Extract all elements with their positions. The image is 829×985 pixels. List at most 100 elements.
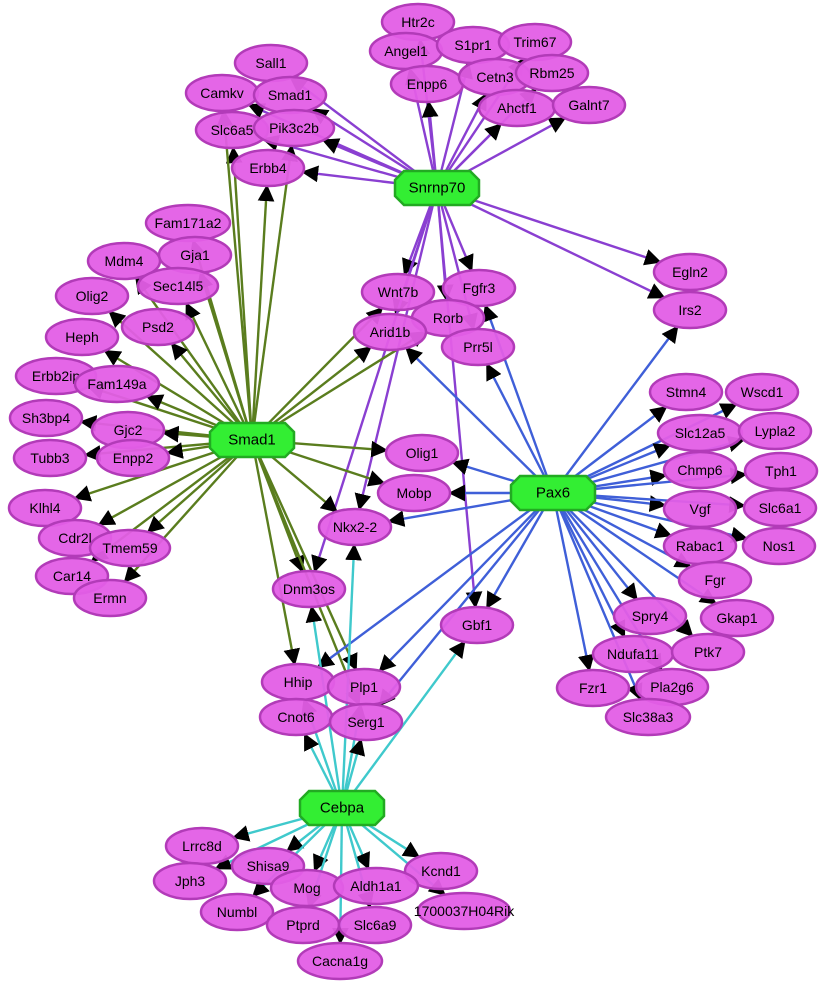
gene-node-mog[interactable]: Mog <box>269 868 345 908</box>
gene-node-nos1[interactable]: Nos1 <box>741 526 817 566</box>
gene-node-mdm4[interactable]: Mdm4 <box>86 241 162 281</box>
gene-node-shape <box>670 632 746 672</box>
gene-node-stmn4[interactable]: Stmn4 <box>648 372 724 412</box>
gene-node-shape <box>296 941 384 981</box>
hub-node-label: Snrnp70 <box>409 180 466 197</box>
gene-node-sh3bp4[interactable]: Sh3bp4 <box>8 398 84 438</box>
gene-node-fgfr3[interactable]: Fgfr3 <box>441 268 517 308</box>
gene-node-label: Slc6a5 <box>211 122 254 138</box>
gene-node-sec14l5[interactable]: Sec14l5 <box>136 266 220 306</box>
gene-node-gbf1[interactable]: Gbf1 <box>439 605 515 645</box>
gene-node-lypla2[interactable]: Lypla2 <box>737 411 813 451</box>
gene-node-label: Nkx2-2 <box>333 519 378 535</box>
gene-node-smad1[interactable]: Smad1 <box>252 75 328 115</box>
gene-node-mobp[interactable]: Mobp <box>376 473 452 513</box>
gene-node-label: Pik3c2b <box>269 120 319 136</box>
gene-node-erbb4[interactable]: Erbb4 <box>230 148 306 188</box>
gene-node-pla2g6[interactable]: Pla2g6 <box>634 667 710 707</box>
gene-node-rbm25[interactable]: Rbm25 <box>514 53 590 93</box>
gene-node-shape <box>439 605 515 645</box>
gene-node-label: Sall1 <box>255 55 286 71</box>
gene-node-serg1[interactable]: Serg1 <box>328 702 404 742</box>
gene-node-tph1[interactable]: Tph1 <box>743 451 819 491</box>
gene-node-shape <box>120 307 196 347</box>
gene-node-vgf[interactable]: Vgf <box>662 489 738 529</box>
gene-node-1700037h04rik[interactable]: 1700037H04Rik <box>414 891 515 931</box>
gene-node-fam149a[interactable]: Fam149a <box>73 364 161 404</box>
gene-node-label: Lrrc8d <box>182 838 222 854</box>
gene-node-s1pr1[interactable]: S1pr1 <box>435 25 511 65</box>
gene-node-angel1[interactable]: Angel1 <box>368 31 444 71</box>
gene-node-slc6a1[interactable]: Slc6a1 <box>742 488 818 528</box>
gene-node-fzr1[interactable]: Fzr1 <box>555 668 631 708</box>
gene-node-slc12a5[interactable]: Slc12a5 <box>656 413 744 453</box>
gene-node-ptk7[interactable]: Ptk7 <box>670 632 746 672</box>
gene-node-jph3[interactable]: Jph3 <box>152 861 228 901</box>
gene-node-ahctf1[interactable]: Ahctf1 <box>477 88 557 128</box>
gene-node-heph[interactable]: Heph <box>44 317 120 357</box>
gene-node-label: Slc12a5 <box>675 425 726 441</box>
hub-node-label: Pax6 <box>536 485 570 502</box>
gene-node-htr2c[interactable]: Htr2c <box>380 2 456 42</box>
gene-node-label: Slc6a9 <box>354 917 397 933</box>
gene-node-plp1[interactable]: Plp1 <box>326 667 402 707</box>
gene-node-shape <box>724 372 800 412</box>
gene-node-enpp2[interactable]: Enpp2 <box>95 438 171 478</box>
gene-node-wscd1[interactable]: Wscd1 <box>724 372 800 412</box>
gene-node-galnt7[interactable]: Galnt7 <box>551 85 627 125</box>
gene-node-rabac1[interactable]: Rabac1 <box>662 526 738 566</box>
gene-node-dnm3os[interactable]: Dnm3os <box>271 569 347 609</box>
hub-node-pax6[interactable]: Pax6 <box>509 474 597 512</box>
gene-node-shape <box>737 411 813 451</box>
gene-node-hhip[interactable]: Hhip <box>260 662 336 702</box>
gene-node-label: Wnt7b <box>378 284 419 300</box>
edge-smad1-to-hhip <box>250 439 301 666</box>
gene-node-arid1b[interactable]: Arid1b <box>352 312 428 352</box>
hub-node-smad1[interactable]: Smad1 <box>208 421 296 459</box>
hub-node-snrnp70[interactable]: Snrnp70 <box>393 169 481 207</box>
gene-node-pik3c2b[interactable]: Pik3c2b <box>252 108 336 148</box>
gene-node-shape <box>72 578 148 618</box>
gene-node-enpp6[interactable]: Enpp6 <box>389 64 465 104</box>
gene-node-spry4[interactable]: Spry4 <box>612 596 688 636</box>
gene-node-olig1[interactable]: Olig1 <box>384 433 460 473</box>
gene-node-label: Smad1 <box>268 87 313 103</box>
gene-node-slc6a5[interactable]: Slc6a5 <box>194 110 270 150</box>
gene-node-chmp6[interactable]: Chmp6 <box>662 450 738 490</box>
gene-node-numbl[interactable]: Numbl <box>199 892 275 932</box>
gene-node-shape <box>332 866 420 906</box>
gene-node-label: Cdr2l <box>58 530 91 546</box>
gene-node-fgr[interactable]: Fgr <box>677 560 753 600</box>
hub-node-cebpa[interactable]: Cebpa <box>298 789 386 827</box>
gene-node-ptprd[interactable]: Ptprd <box>265 905 341 945</box>
gene-node-fam171a2[interactable]: Fam171a2 <box>144 203 232 243</box>
gene-node-tubb3[interactable]: Tubb3 <box>12 438 88 478</box>
gene-node-tmem59[interactable]: Tmem59 <box>88 528 172 568</box>
gene-node-nkx2-2[interactable]: Nkx2-2 <box>317 507 393 547</box>
gene-node-sall1[interactable]: Sall1 <box>233 43 309 83</box>
gene-node-prr5l[interactable]: Prr5l <box>440 327 516 367</box>
gene-node-wnt7b[interactable]: Wnt7b <box>360 272 436 312</box>
gene-node-psd2[interactable]: Psd2 <box>120 307 196 347</box>
gene-node-aldh1a1[interactable]: Aldh1a1 <box>332 866 420 906</box>
gene-node-egln2[interactable]: Egln2 <box>652 252 728 292</box>
gene-node-klhl4[interactable]: Klhl4 <box>7 488 83 528</box>
gene-node-camkv[interactable]: Camkv <box>184 73 260 113</box>
gene-node-label: Olig1 <box>406 445 439 461</box>
gene-node-slc38a3[interactable]: Slc38a3 <box>604 697 692 737</box>
gene-node-label: Mobp <box>396 485 431 501</box>
gene-node-ndufa11[interactable]: Ndufa11 <box>591 634 675 674</box>
gene-node-slc6a9[interactable]: Slc6a9 <box>337 905 413 945</box>
gene-node-olig2[interactable]: Olig2 <box>54 276 130 316</box>
gene-node-label: Tubb3 <box>30 450 69 466</box>
gene-node-kcnd1[interactable]: Kcnd1 <box>403 851 479 891</box>
gene-node-gkap1[interactable]: Gkap1 <box>699 598 775 638</box>
gene-node-shape <box>441 268 517 308</box>
edge-pax6-to-arid1b <box>405 346 554 494</box>
gene-node-irs2[interactable]: Irs2 <box>652 290 728 330</box>
gene-node-ermn[interactable]: Ermn <box>72 578 148 618</box>
gene-node-cnot6[interactable]: Cnot6 <box>258 697 334 737</box>
gene-node-cacna1g[interactable]: Cacna1g <box>296 941 384 981</box>
gene-node-cetn3[interactable]: Cetn3 <box>457 57 533 97</box>
gene-node-lrrc8d[interactable]: Lrrc8d <box>164 826 240 866</box>
